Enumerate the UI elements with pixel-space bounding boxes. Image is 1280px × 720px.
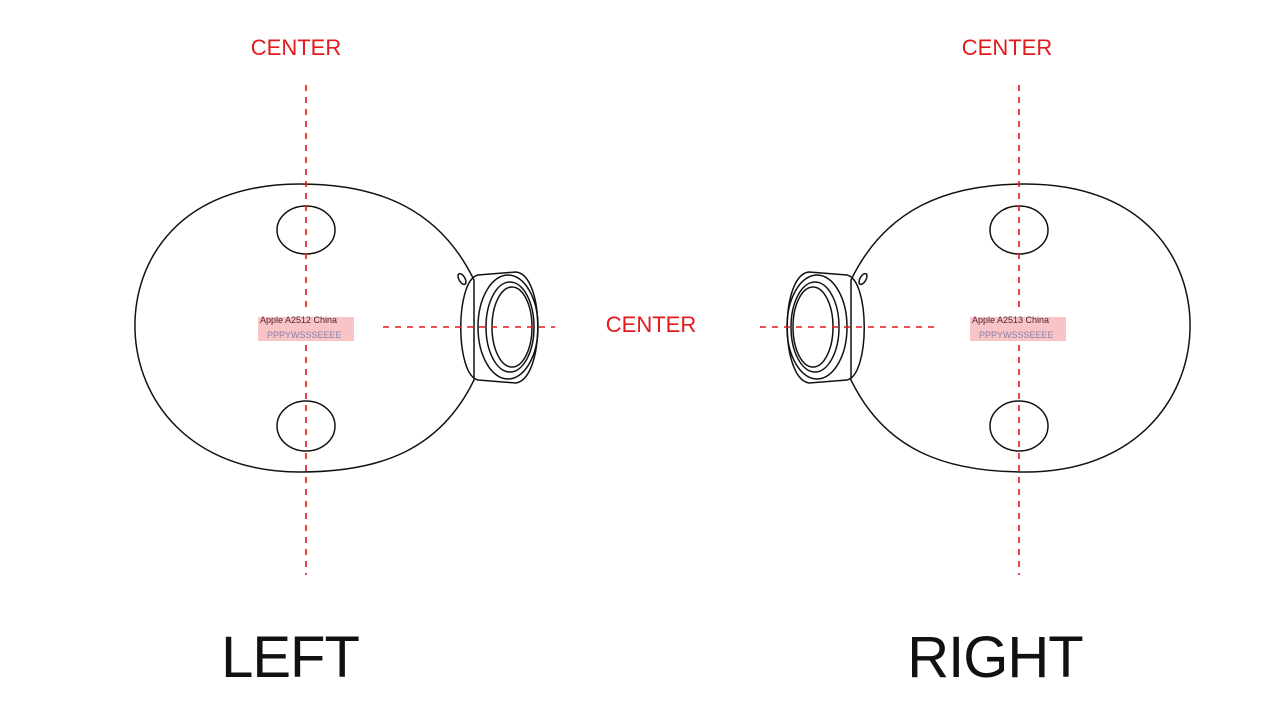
left-title: LEFT [221, 625, 359, 690]
center-label-right: CENTER [962, 35, 1052, 60]
left-label-box [258, 317, 354, 341]
center-label-left: CENTER [251, 35, 341, 60]
right-model-text: Apple A2513 China [972, 315, 1049, 325]
left-earcup: Apple A2512 China PPPYWSSSEEEE [134, 183, 539, 473]
right-title: RIGHT [907, 625, 1083, 690]
right-label-box [970, 317, 1066, 341]
left-serial-text: PPPYWSSSEEEE [267, 330, 342, 340]
right-bottom-sensor [989, 400, 1049, 452]
center-label-middle: CENTER [606, 312, 696, 337]
right-earcup: Apple A2513 China PPPYWSSSEEEE [786, 183, 1191, 473]
left-model-text: Apple A2512 China [260, 315, 337, 325]
left-bottom-sensor [276, 400, 336, 452]
right-serial-text: PPPYWSSSEEEE [979, 330, 1054, 340]
